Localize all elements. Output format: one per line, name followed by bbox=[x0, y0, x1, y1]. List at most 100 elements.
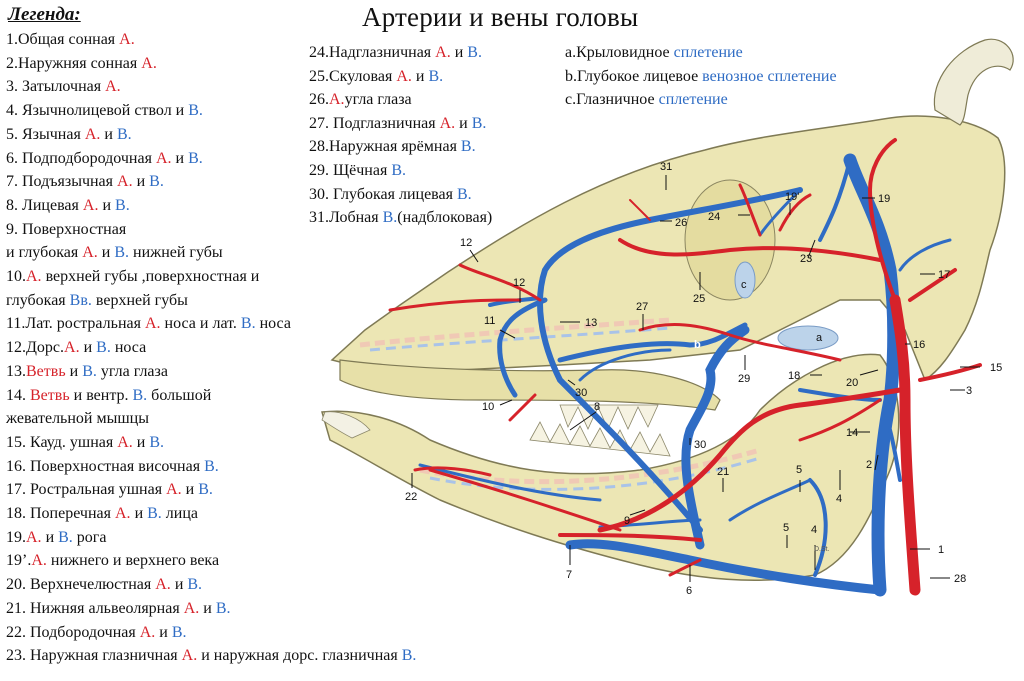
legend-text: 1.Общая сонная bbox=[6, 31, 120, 48]
vein-marker: В. bbox=[240, 315, 256, 333]
legend-text: 21. Нижняя альвеолярная bbox=[6, 599, 184, 617]
label-31: 31 bbox=[660, 161, 672, 173]
legend-text: 15. Кауд. ушная bbox=[6, 433, 118, 451]
label-20: 20 bbox=[846, 377, 858, 389]
legend-text: 7. Подъязычная bbox=[6, 173, 118, 191]
label-4b: 4 bbox=[811, 524, 817, 536]
label-c: c bbox=[741, 279, 747, 291]
label-7: 7 bbox=[566, 569, 572, 581]
vein-marker: В. bbox=[58, 528, 73, 546]
legend-entry: 31.Лобная В.(надблоковая) bbox=[309, 206, 492, 230]
label-12a: 12 bbox=[460, 237, 472, 249]
vein-marker: В. bbox=[456, 185, 472, 203]
legend-text: 16. Поверхностная височная bbox=[6, 457, 205, 475]
legend-text: и bbox=[199, 599, 216, 617]
vein-marker: В. bbox=[132, 386, 148, 404]
artery-marker: А. bbox=[144, 315, 161, 333]
label-8: 8 bbox=[594, 401, 600, 413]
label-10: 10 bbox=[482, 401, 494, 413]
legend-entry: a.Крыловидное сплетение bbox=[565, 41, 837, 65]
legend-text: 19’. bbox=[6, 552, 32, 570]
legend-text: и глубокая bbox=[6, 244, 83, 262]
vein-marker: В. bbox=[149, 433, 165, 451]
legend-entry: 8. Лицевая А. и В. bbox=[6, 194, 416, 218]
vein-marker: В. bbox=[149, 173, 164, 191]
vein-marker: В. bbox=[171, 623, 187, 641]
page-title: Артерии и вены головы bbox=[362, 2, 639, 32]
legend-text: 3. Затылочная bbox=[6, 78, 106, 96]
legend-entry: 4. Язычнолицевой ствол и В. bbox=[6, 99, 416, 123]
legend-entry: 6. Подподбородочная А. и В. bbox=[6, 147, 416, 171]
legend-entry: 9. Поверхностная bbox=[6, 218, 416, 242]
skull-cranium bbox=[330, 115, 1006, 382]
legend-text: 2.Наружняя сонная bbox=[6, 54, 142, 72]
legend-text: 9. Поверхностная bbox=[6, 220, 127, 238]
vein-marker: В. bbox=[116, 125, 132, 143]
legend-text: и bbox=[170, 576, 188, 594]
incisors bbox=[321, 411, 371, 439]
legend-entry: 14. Ветвь и вентр. В. большой bbox=[6, 384, 416, 408]
legend-text: угла глаза bbox=[96, 362, 168, 380]
artery-marker: А. bbox=[26, 528, 42, 546]
label-17: 17 bbox=[938, 269, 950, 281]
label-27: 27 bbox=[636, 301, 648, 313]
legend-entry: 10.А. верхней губы ,поверхностная и bbox=[6, 265, 416, 289]
legend-entry: глубокая Вв. верхней губы bbox=[6, 289, 416, 313]
legend-entry: c.Глазничное сплетение bbox=[565, 88, 837, 112]
vein-marker: В. bbox=[187, 576, 203, 594]
legend-text: нижнего и верхнего века bbox=[46, 552, 220, 570]
artery-marker: А. bbox=[396, 67, 412, 85]
label-19: 19 bbox=[878, 193, 890, 205]
legend-text: 29. Щёчная bbox=[309, 161, 392, 179]
artery-marker: А. bbox=[166, 481, 182, 499]
vein-marker: В. bbox=[188, 102, 203, 120]
vein-marker: В. bbox=[204, 457, 219, 475]
legend-entry: 30. Глубокая лицевая В. bbox=[309, 183, 492, 207]
legend-text: 11.Лат. ростральная bbox=[6, 315, 145, 333]
legend-entry: 22. Подбородочная А. и В. bbox=[6, 621, 416, 645]
artery-marker: А. bbox=[82, 244, 98, 262]
legend-entry: 17. Ростральная ушная А. и В. bbox=[6, 478, 416, 502]
label-16: 16 bbox=[913, 339, 925, 351]
legend-text: и bbox=[455, 114, 472, 132]
legend-text: лица bbox=[161, 505, 199, 523]
legend-text: и bbox=[65, 362, 83, 380]
legend-text: 31.Лобная bbox=[309, 209, 383, 227]
diagram-number-labels: 1 2 3 4 4 5 5 6 7 8 9 10 11 12 12 13 14 … bbox=[405, 161, 1002, 597]
label-29: 29 bbox=[738, 373, 750, 385]
legend-entry: 25.Скуловая А. и В. bbox=[309, 65, 492, 89]
label-28: 28 bbox=[954, 573, 966, 585]
legend-text: и bbox=[97, 244, 115, 262]
label-15: 15 bbox=[990, 362, 1002, 374]
vein-marker: сплетение bbox=[673, 44, 743, 61]
legend-entry: 19.А. и В. рога bbox=[6, 526, 416, 550]
legend-entry: 27. Подглазничная А. и В. bbox=[309, 112, 492, 136]
label-1: 1 bbox=[938, 544, 944, 556]
legend-text: носа bbox=[255, 315, 291, 333]
vein-marker: В. bbox=[82, 362, 97, 380]
legend-text: носа bbox=[110, 339, 147, 357]
legend-entry: 26.А.угла глаза bbox=[309, 88, 492, 112]
legend-text: и bbox=[100, 125, 117, 143]
legend-text: и bbox=[450, 44, 468, 61]
legend-column-2: 24.Надглазничная А. и В.25.Скуловая А. и… bbox=[309, 41, 492, 230]
legend-entry: жевательной мышцы bbox=[6, 407, 416, 431]
legend-text: жевательной мышцы bbox=[6, 410, 149, 428]
label-11: 11 bbox=[484, 315, 495, 327]
label-13: 13 bbox=[585, 317, 597, 329]
legend-text: (надблоковая) bbox=[397, 209, 493, 227]
label-6: 6 bbox=[686, 585, 692, 597]
vein-marker: В. bbox=[391, 161, 406, 179]
legend-text: 22. Подбородочная bbox=[6, 623, 140, 641]
label-21: 21 bbox=[717, 466, 729, 478]
artery-marker: А. bbox=[439, 114, 456, 132]
label-2: 2 bbox=[866, 459, 872, 471]
legend-text: верхней губы bbox=[91, 291, 188, 309]
artery-marker: А. bbox=[435, 44, 451, 61]
vein-marker: В. bbox=[460, 138, 476, 156]
legend-entry: 3. Затылочная А. bbox=[6, 75, 416, 99]
label-23: 23 bbox=[800, 253, 812, 265]
legend-text: 13. bbox=[6, 362, 26, 380]
legend-entry: 16. Поверхностная височная В. bbox=[6, 455, 416, 479]
